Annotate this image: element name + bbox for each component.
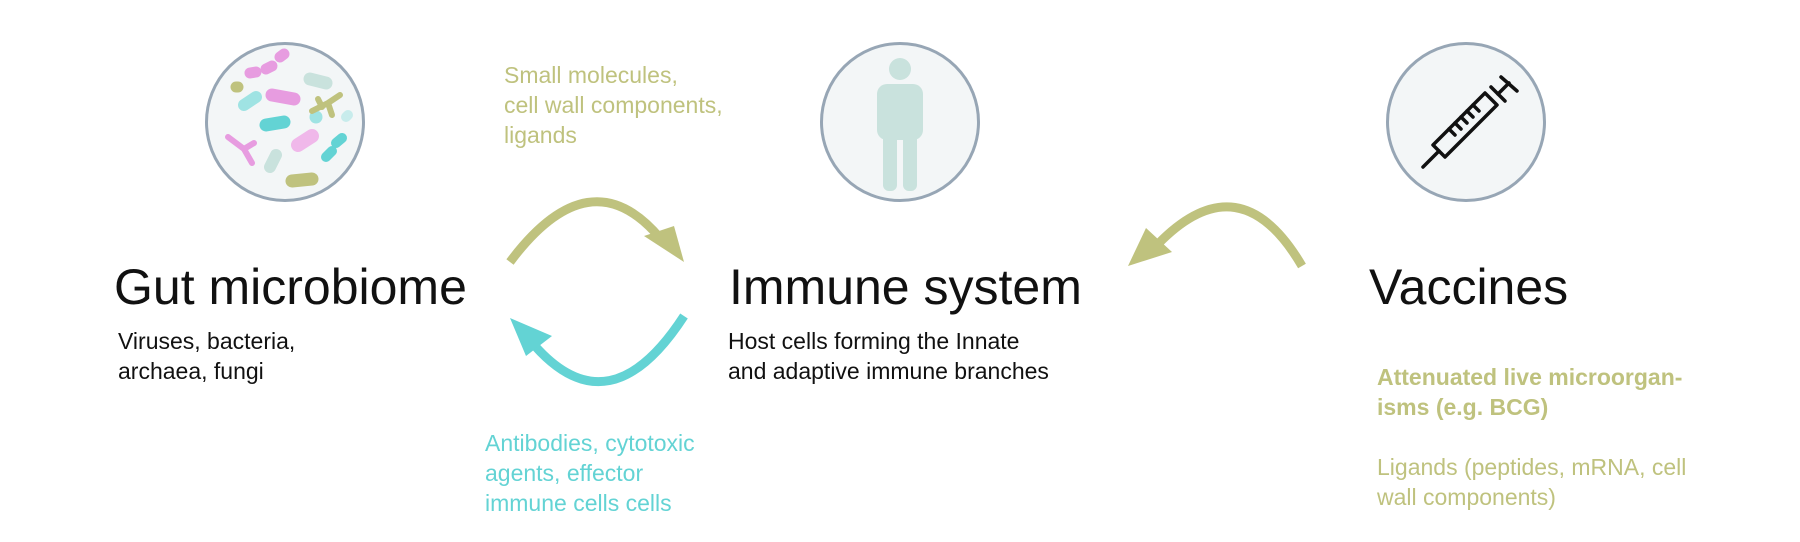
microbe-to-immune-label: Small molecules, cell wall components, l… — [504, 62, 723, 148]
vaccines-detail-bold: Attenuated live microorgan- isms (e.g. B… — [1377, 364, 1683, 420]
immune-circle — [820, 42, 980, 202]
syringe-icon — [1421, 75, 1519, 169]
immune-to-microbe-label: Antibodies, cytotoxic agents, effector i… — [485, 430, 695, 516]
vaccines-circle — [1386, 42, 1546, 202]
vaccines-title: Vaccines — [1369, 259, 1569, 315]
arrow-vaccines-to-immune — [1128, 202, 1306, 269]
arrow-microbiome-to-immune — [506, 197, 684, 265]
vaccines-detail: Attenuated live microorgan- isms (e.g. B… — [1377, 332, 1686, 542]
arrow-immune-to-microbiome — [510, 313, 688, 387]
gut-microbiome-subtitle: Viruses, bacteria, archaea, fungi — [118, 328, 296, 384]
gut-microbiome-title: Gut microbiome — [114, 259, 467, 315]
microbiome-circle — [205, 42, 365, 202]
vaccines-detail-regular: Ligands (peptides, mRNA, cell wall compo… — [1377, 454, 1687, 510]
immune-system-subtitle: Host cells forming the Innate and adapti… — [728, 328, 1049, 384]
microbes-icon — [225, 48, 353, 188]
person-icon — [877, 58, 923, 191]
immune-system-title: Immune system — [729, 259, 1082, 315]
